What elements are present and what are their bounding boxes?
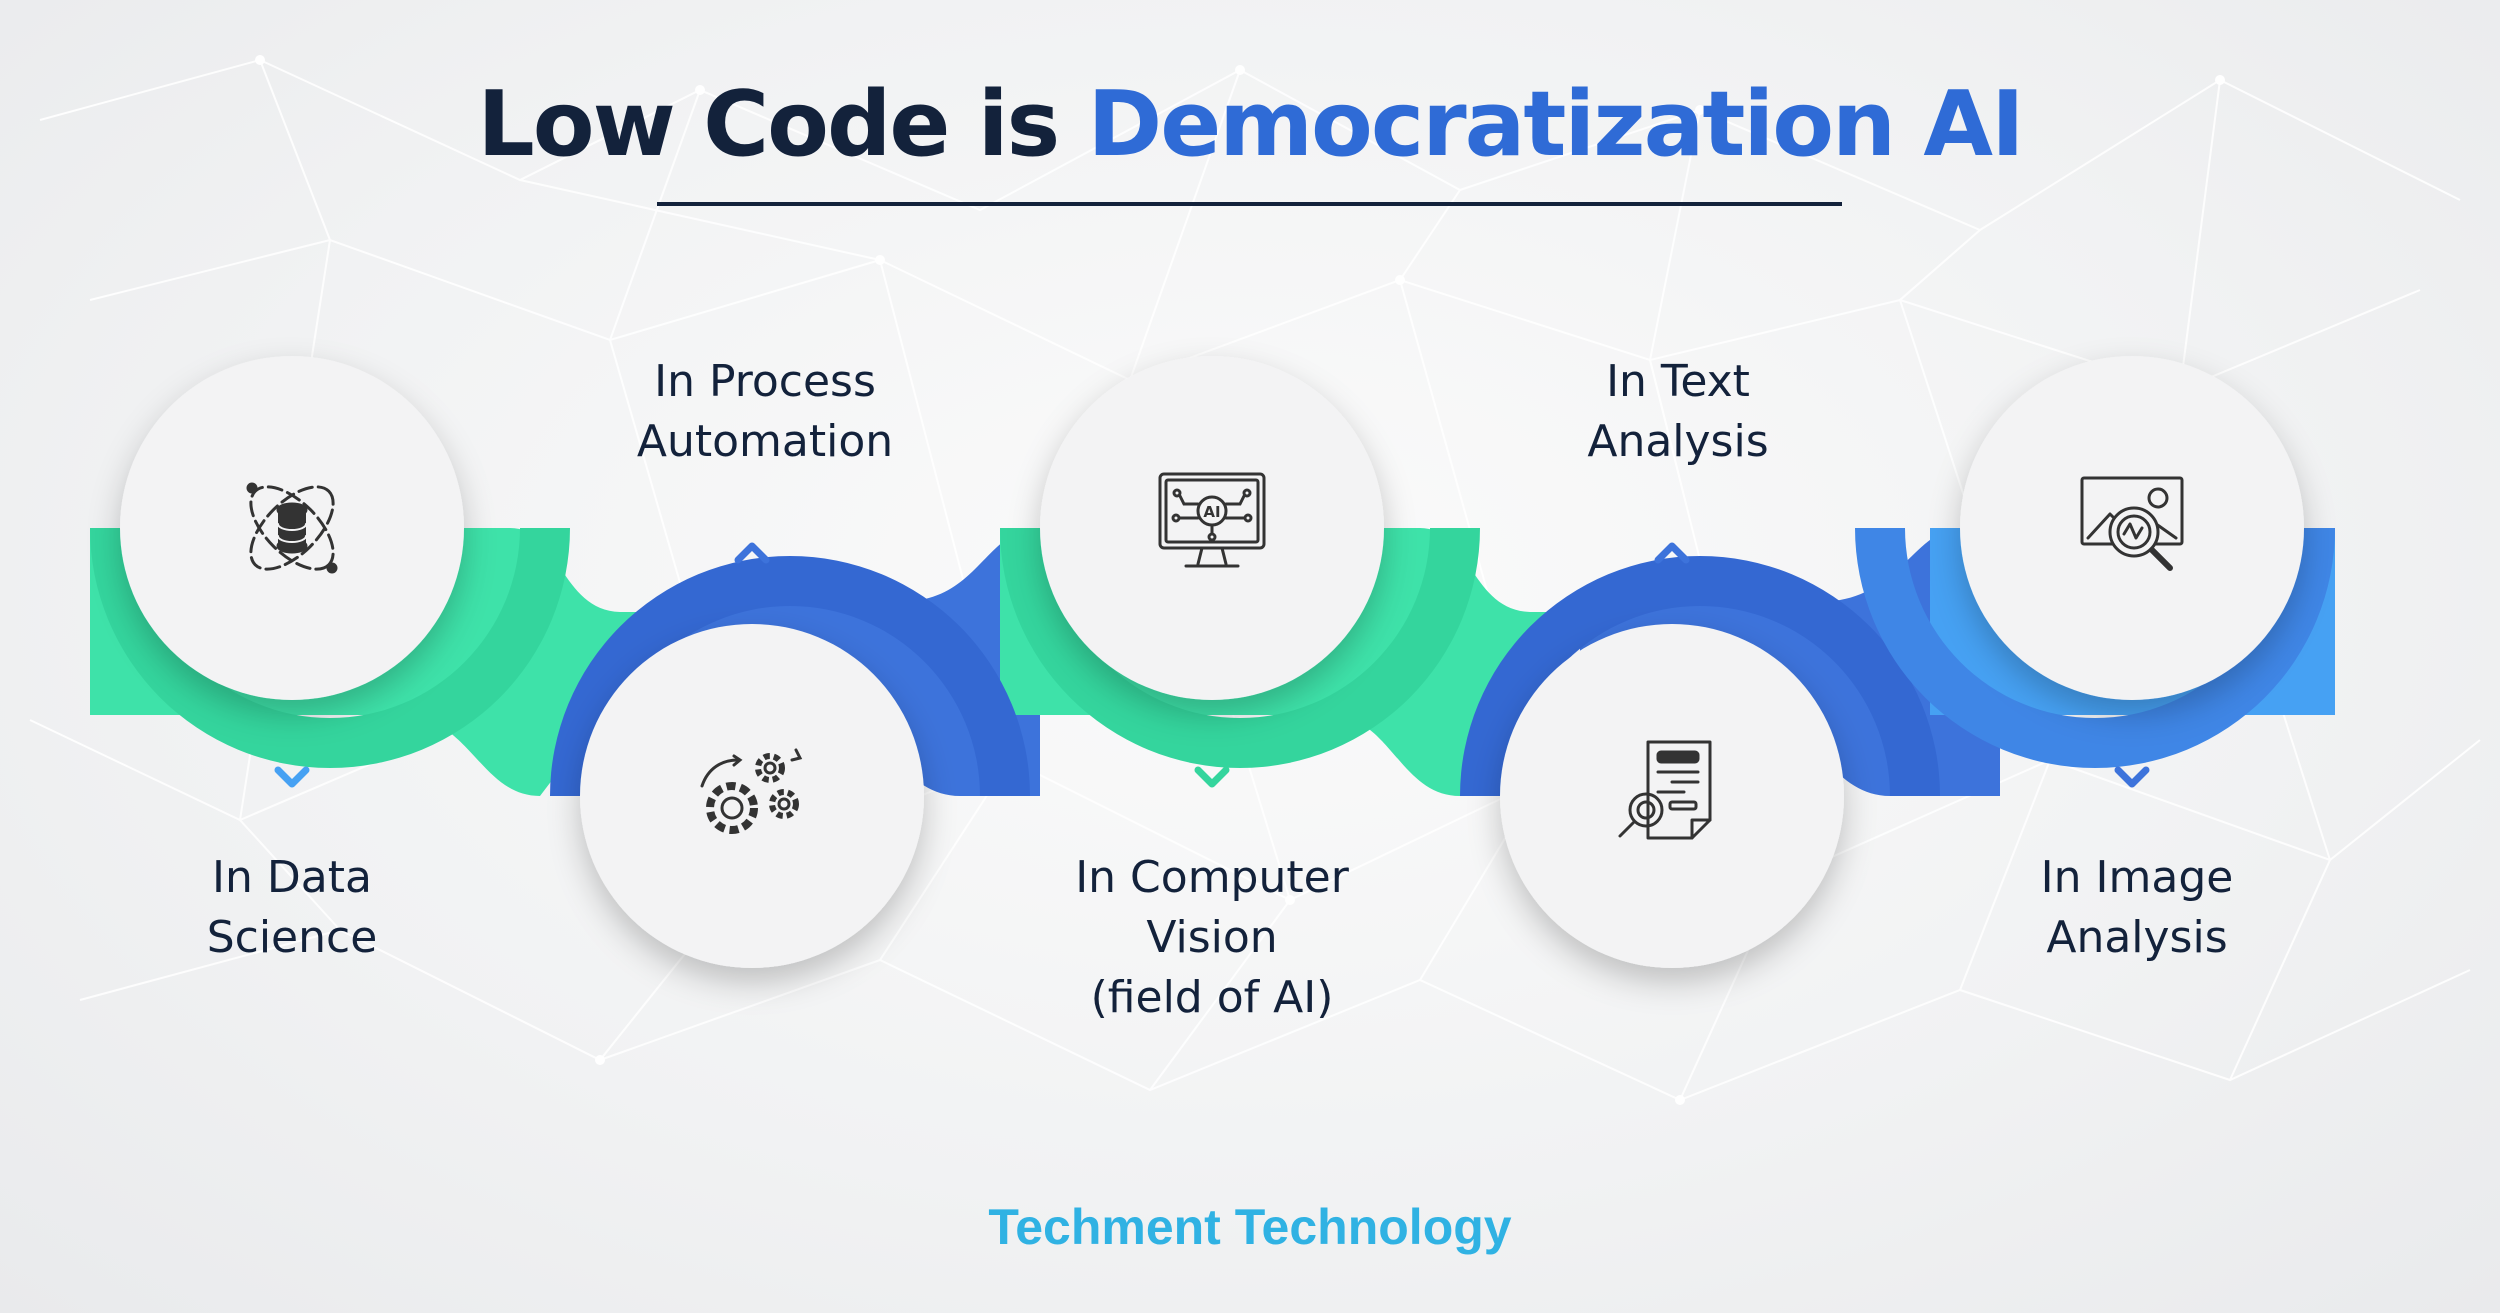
arc-circle-5 (1855, 528, 2335, 768)
chevron-up-icon (1654, 542, 1690, 564)
ai-monitor-icon: AI (1158, 472, 1266, 568)
page-title: Low Code is Democratization AI (0, 72, 2500, 177)
arc-circle-3 (1000, 528, 1480, 768)
step-label-2: In Process Automation (636, 356, 894, 467)
arc-circle-4 (1460, 556, 1940, 796)
database-cycle-icon (246, 482, 338, 574)
title-highlight: Democratization AI (1087, 72, 2025, 177)
step-circle-2 (580, 624, 924, 968)
brand-name: Techment Technology (988, 1199, 1512, 1255)
title-underline (657, 202, 1842, 206)
arc-circle-1 (90, 528, 570, 768)
arc-circle-2 (550, 556, 1030, 796)
document-magnifier-icon (1618, 740, 1712, 840)
chevron-up-icon (734, 542, 770, 564)
step-label-4: In Text Analysis (1587, 356, 1769, 467)
step-label-3: In Computer Vision (field of AI) (1075, 852, 1349, 1023)
gears-icon (700, 748, 803, 834)
svg-text:AI: AI (1203, 503, 1220, 521)
step-label-5: In Image Analysis (2040, 852, 2234, 963)
step-label-1: In Data Science (206, 852, 378, 963)
title-prefix: Low Code is (477, 72, 1088, 177)
chevron-down-icon (1194, 766, 1230, 788)
chevron-down-icon (274, 766, 310, 788)
image-magnifier-icon (2080, 476, 2184, 571)
chevron-down-icon (2114, 766, 2150, 788)
step-circle-4 (1500, 624, 1844, 968)
